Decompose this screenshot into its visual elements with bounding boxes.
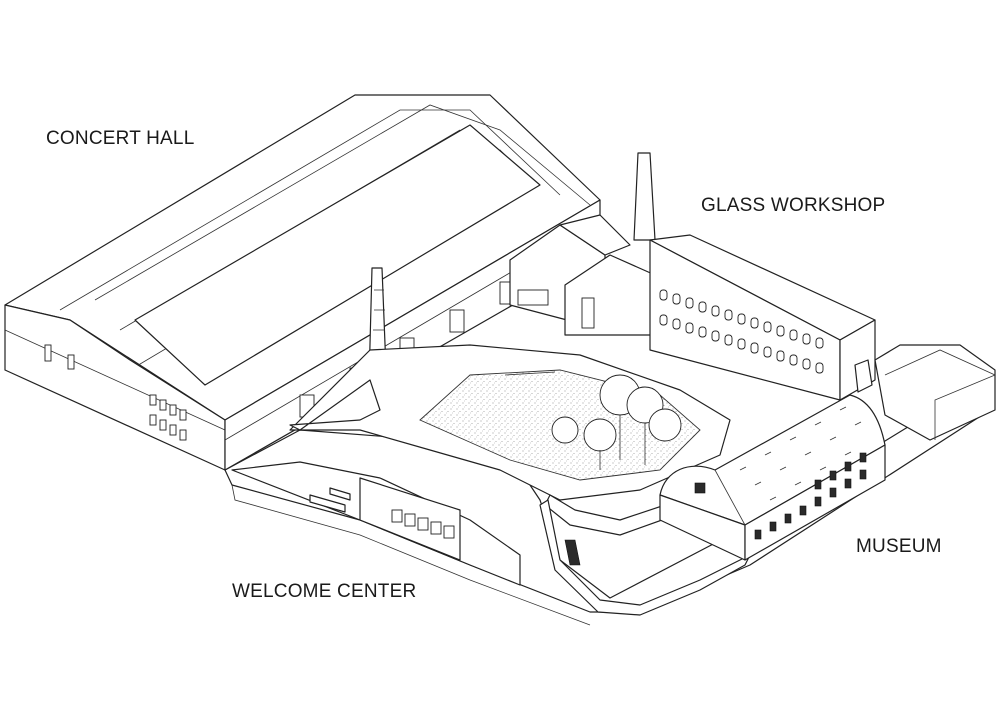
museum-building bbox=[659, 394, 886, 561]
museum-windows bbox=[694, 452, 867, 540]
welcome-center-label: WELCOME CENTER bbox=[232, 581, 417, 602]
museum-roof-skylights bbox=[739, 406, 862, 501]
far-right-buildings bbox=[874, 344, 996, 441]
curved-ramp bbox=[289, 379, 751, 616]
central-gabled-buildings bbox=[509, 214, 656, 336]
glass-workshop-label: GLASS WORKSHOP bbox=[701, 195, 886, 216]
welcome-center-building bbox=[231, 461, 521, 586]
glass-workshop-building bbox=[649, 234, 876, 401]
courtyard-trees bbox=[551, 374, 682, 470]
courtyard bbox=[289, 344, 731, 501]
glass-workshop-windows bbox=[659, 289, 824, 374]
concert-hall-label: CONCERT HALL bbox=[46, 128, 195, 149]
chimney-right bbox=[633, 152, 656, 241]
museum-label: MUSEUM bbox=[856, 536, 942, 557]
welcome-center-windows bbox=[391, 509, 455, 539]
